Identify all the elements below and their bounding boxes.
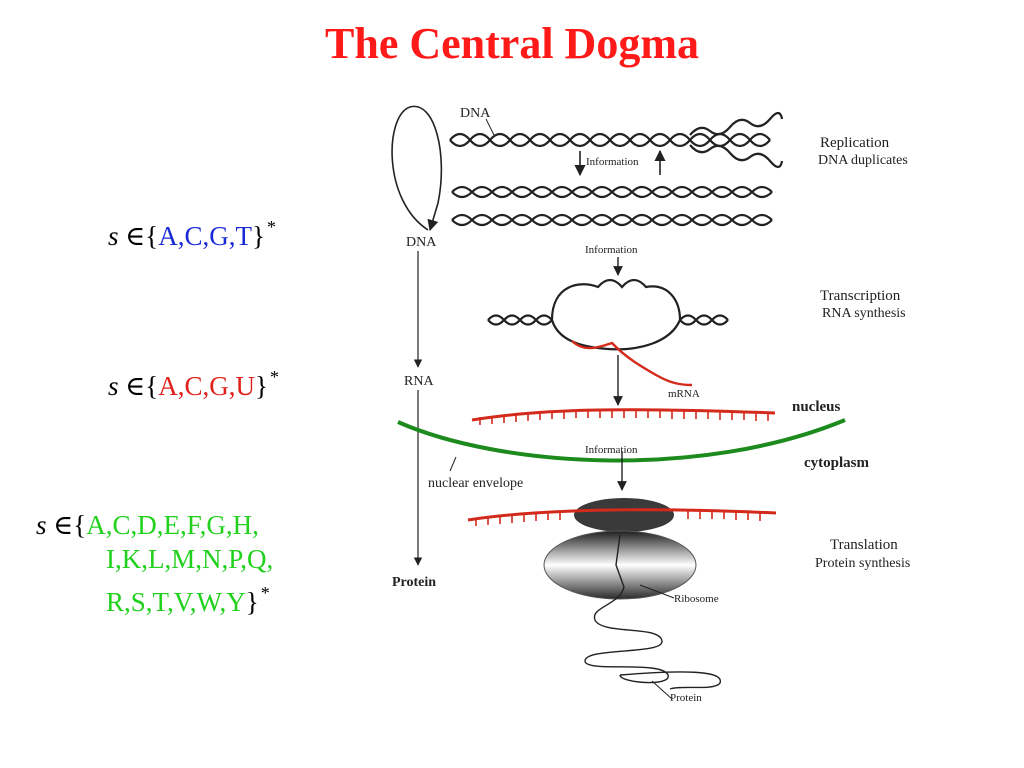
mrna-in-nucleus bbox=[471, 408, 776, 425]
close-brace: } bbox=[255, 371, 268, 401]
central-dogma-diagram: DNA RNA Protein DNA Information Replicat… bbox=[391, 105, 910, 704]
replication-loop-arrow bbox=[391, 105, 443, 232]
transcription-bubble bbox=[487, 278, 729, 351]
mrna-transcript bbox=[571, 340, 693, 387]
info-label-translation: Information bbox=[585, 444, 638, 456]
envelope-leader bbox=[449, 456, 457, 472]
polypeptide-chain bbox=[584, 534, 669, 684]
cytoplasm-label: cytoplasm bbox=[804, 455, 870, 471]
protein-letters-1: A,C,D,E,F,G,H, bbox=[86, 510, 259, 540]
ribosome-label: Ribosome bbox=[674, 593, 719, 605]
translation-subtitle: Protein synthesis bbox=[815, 556, 910, 571]
kleene-star: * bbox=[269, 367, 279, 387]
mrna-on-ribosome bbox=[467, 508, 777, 526]
protein-letters-3: R,S,T,V,W,Y bbox=[106, 587, 246, 617]
ribosome-large-subunit bbox=[543, 530, 697, 600]
dna-strand-leader bbox=[485, 118, 495, 136]
flow-label-rna: RNA bbox=[404, 374, 434, 389]
translation-title: Translation bbox=[830, 537, 898, 553]
flow-label-protein: Protein bbox=[392, 575, 436, 590]
close-brace: } bbox=[245, 587, 259, 617]
dna-strand-label: DNA bbox=[460, 106, 491, 121]
slide-title: The Central Dogma bbox=[325, 19, 699, 68]
rna-letters: A,C,G,U bbox=[158, 371, 255, 401]
dna-letters: A,C,G,T bbox=[158, 221, 252, 251]
info-label-transcription: Information bbox=[585, 244, 638, 256]
protein-letters-2: I,K,L,M,N,P,Q, bbox=[106, 544, 274, 574]
ribosome-leader bbox=[639, 584, 675, 599]
dna-alphabet-formula: s ∈{A,C,G,T}* bbox=[108, 210, 276, 253]
protein-formula-line-3: R,S,T,V,W,Y}* bbox=[36, 576, 273, 619]
protein-leader bbox=[651, 680, 673, 700]
mrna-label: mRNA bbox=[668, 388, 700, 400]
string-variable: s bbox=[108, 371, 119, 401]
protein-formula-line-1: s ∈{A,C,D,E,F,G,H, bbox=[36, 508, 273, 542]
daughter-dna-helices bbox=[451, 185, 773, 227]
flow-label-dna: DNA bbox=[406, 235, 437, 250]
protein-chain-label: Protein bbox=[670, 692, 702, 704]
ribosome-small-subunit bbox=[574, 498, 674, 532]
parent-dna-helix bbox=[449, 111, 784, 169]
element-of-symbol: ∈ bbox=[53, 510, 74, 540]
open-brace: { bbox=[73, 510, 87, 540]
kleene-star: * bbox=[260, 583, 270, 603]
open-brace: { bbox=[145, 221, 159, 251]
open-brace: { bbox=[145, 371, 159, 401]
replication-title: Replication bbox=[820, 135, 890, 151]
protein-formula-line-2: I,K,L,M,N,P,Q, bbox=[36, 542, 273, 576]
nuclear-envelope bbox=[397, 418, 846, 463]
protein-alphabet-formula: s ∈{A,C,D,E,F,G,H, I,K,L,M,N,P,Q, R,S,T,… bbox=[36, 508, 273, 619]
polypeptide-tail bbox=[619, 671, 721, 690]
element-of-symbol: ∈ bbox=[125, 371, 146, 401]
rna-alphabet-formula: s ∈{A,C,G,U}* bbox=[108, 360, 279, 403]
nucleus-label: nucleus bbox=[792, 399, 841, 415]
kleene-star: * bbox=[266, 217, 276, 237]
transcription-subtitle: RNA synthesis bbox=[822, 306, 906, 321]
string-variable: s bbox=[36, 510, 47, 540]
close-brace: } bbox=[251, 221, 265, 251]
element-of-symbol: ∈ bbox=[125, 221, 146, 251]
nuclear-envelope-label: nuclear envelope bbox=[428, 476, 523, 491]
transcription-title: Transcription bbox=[820, 288, 901, 304]
replication-subtitle: DNA duplicates bbox=[818, 153, 908, 168]
info-label-replication: Information bbox=[586, 156, 639, 168]
string-variable: s bbox=[108, 221, 119, 251]
